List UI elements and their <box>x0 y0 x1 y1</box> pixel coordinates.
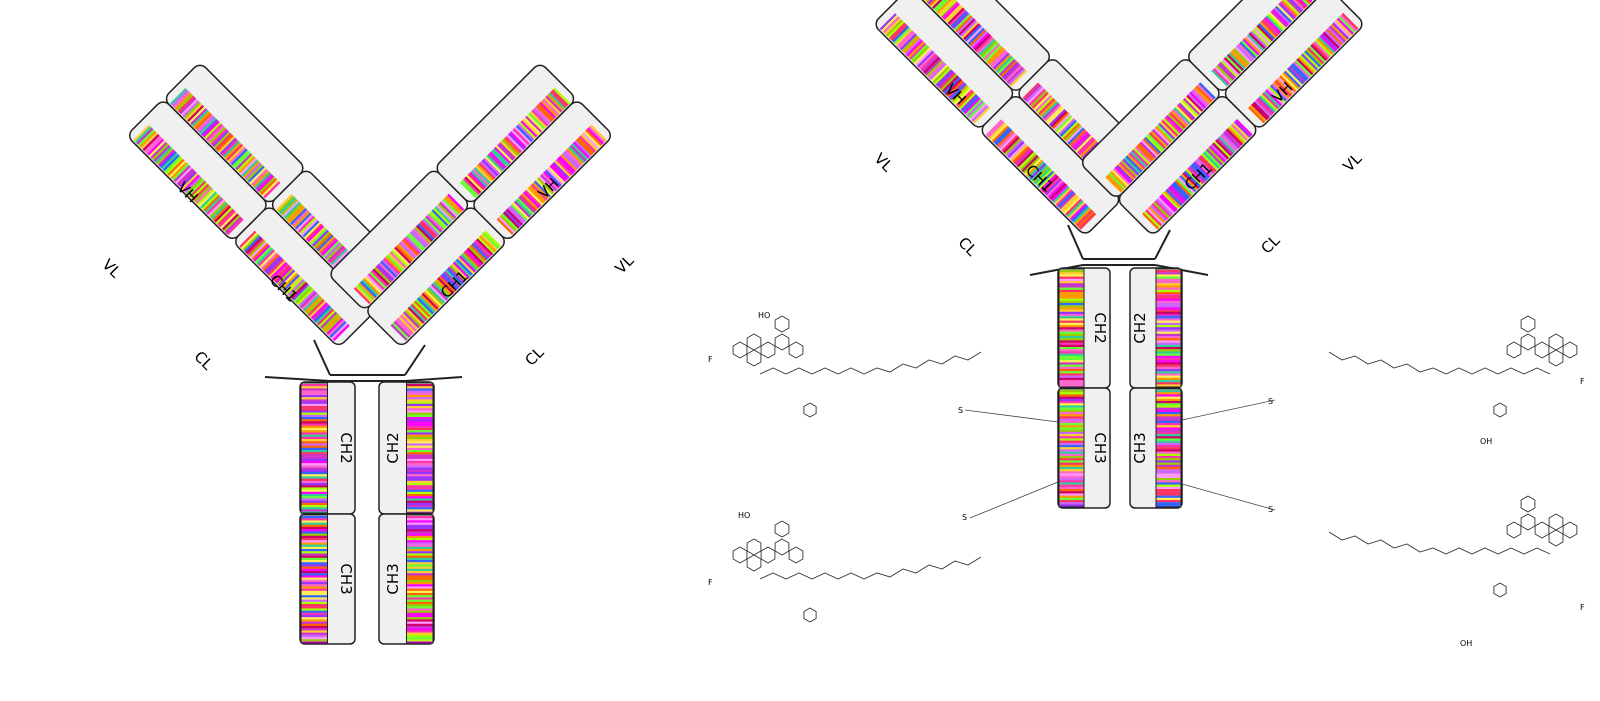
adc-ch2-label-a: CH2 <box>1091 312 1109 343</box>
atom-label: F <box>708 355 713 364</box>
adc-ch2-label-b: CH2 <box>1131 312 1149 343</box>
adc-vl-domain-right <box>1224 0 1363 128</box>
adc-left-fab-arm <box>875 0 1157 234</box>
atom-label: OH <box>1480 437 1492 446</box>
conjugation-links <box>964 399 1276 519</box>
atom-label: HO <box>758 311 770 320</box>
adc-vh-domain-left <box>912 0 1050 91</box>
ch1-domain-right <box>330 170 469 309</box>
ch3-label-left-b: CH3 <box>384 563 402 594</box>
adc-vl-domain-left <box>875 0 1014 128</box>
adc-vl-label-left: VL <box>871 150 897 176</box>
atom-label: S <box>958 406 963 415</box>
vh-domain-right <box>436 64 575 203</box>
vl-domain-right <box>473 101 611 240</box>
right-hinge <box>1029 224 1209 276</box>
atom-label: S <box>1268 505 1273 514</box>
adc-cl-label-right: CL <box>1257 231 1283 257</box>
adc-right-fab-arm <box>1081 0 1363 234</box>
atom-label: S <box>962 513 967 522</box>
vl-label-right: VL <box>612 251 638 277</box>
right-antibody: VH CH1 VL CL CH1 VH CL VL CH2 CH3 CH2 CH… <box>708 0 1585 648</box>
ch2-label-left-b: CH2 <box>384 432 402 463</box>
adc-ch3-domain-b <box>1129 387 1183 509</box>
vl-domain-left <box>129 101 267 240</box>
adc-cl-label-left: CL <box>955 233 981 259</box>
adc-ch3-label-b: CH3 <box>1131 432 1149 463</box>
adc-vl-label-right: VL <box>1340 149 1366 175</box>
adc-ch3-label-a: CH3 <box>1091 432 1109 463</box>
adc-ch2-domain-a <box>1057 267 1111 389</box>
adc-cl-domain-right <box>1118 95 1257 234</box>
adc-vh-domain-right <box>1188 0 1326 91</box>
vl-label-left: VL <box>99 256 125 282</box>
payload-molecule-lower-left: F HO S <box>708 511 982 623</box>
ch3-label-left-a: CH3 <box>337 563 355 594</box>
cl-domain-right <box>367 207 505 346</box>
payload-molecule-upper-left: F HO S <box>708 311 982 418</box>
atom-label: OH <box>1460 639 1472 648</box>
left-hinge <box>264 339 463 382</box>
ch3-domain-left-b <box>378 513 435 645</box>
ch2-domain-left-a <box>299 381 356 515</box>
ch3-domain-left-a <box>299 513 356 645</box>
adc-ch2-domain-b <box>1129 267 1183 389</box>
payload-molecule-upper-right: F OH S <box>1268 315 1585 446</box>
cl-label-left: CL <box>191 347 217 373</box>
right-fab-arm <box>330 64 611 346</box>
atom-label: F <box>708 578 713 587</box>
adc-ch1-domain-right <box>1081 59 1220 197</box>
atom-label: HO <box>738 511 750 520</box>
left-antibody: VH CH1 VL CL CH1 VH CL VL CH2 CH3 CH2 CH… <box>99 64 638 645</box>
adc-ch3-domain-a <box>1057 387 1111 509</box>
atom-label: S <box>1268 397 1273 406</box>
ch2-domain-left-b <box>378 381 435 515</box>
cl-label-right: CL <box>521 343 547 369</box>
atom-label: F <box>1580 603 1585 612</box>
payload-molecule-lower-right: F OH S <box>1268 495 1585 648</box>
vh-domain-left <box>165 64 304 203</box>
adc-cl-domain-left <box>981 95 1120 234</box>
cl-domain-left <box>235 207 373 346</box>
atom-label: F <box>1580 377 1585 386</box>
ch2-label-left-a: CH2 <box>337 432 355 463</box>
